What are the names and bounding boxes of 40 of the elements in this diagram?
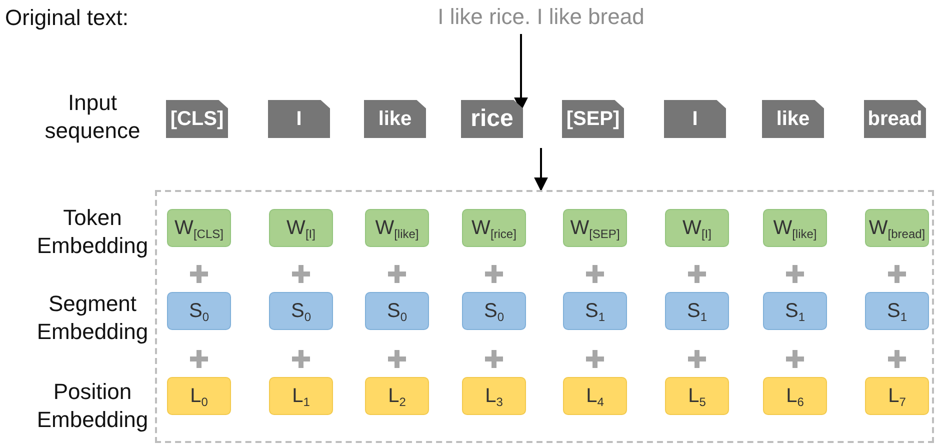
segment-embedding-box: S$_{0}$ [167,292,231,330]
token-embedding-box: W$_{[I]}$ [665,209,729,247]
row-label: Token Embedding [36,204,150,260]
token-embedding-box: W$_{[CLS]}$ [167,209,231,247]
token-tag: [CLS] [166,100,228,138]
token-embedding-box: W$_{[like]}$ [763,209,827,247]
position-embedding-box: L$_{5}$ [665,377,729,415]
position-embedding-box: L$_{3}$ [462,377,526,415]
segment-embedding-box: S$_{0}$ [365,292,429,330]
sentence-text: I like rice. I like bread [380,4,702,34]
arrow [534,148,548,192]
segment-embedding-box: S$_{1}$ [865,292,929,330]
segment-embedding-box: S$_{1}$ [563,292,627,330]
position-embedding-box: L$_{4}$ [563,377,627,415]
token-embedding-box: W$_{[rice]}$ [462,209,526,247]
position-embedding-box: L$_{0}$ [167,377,231,415]
row-label: Position Embedding [36,378,150,434]
token-tag: like [364,100,426,138]
position-embedding-box: L$_{6}$ [763,377,827,415]
token-tag: rice [461,100,523,138]
heading-label: Original text: [5,4,130,32]
token-embedding-box: W$_{[like]}$ [365,209,429,247]
token-tag: I [268,100,330,138]
token-embedding-box: W$_{[I]}$ [269,209,333,247]
position-embedding-box: L$_{2}$ [365,377,429,415]
token-tag: like [762,100,824,138]
token-tag: bread [864,100,926,138]
token-tag: I [664,100,726,138]
position-embedding-box: L$_{1}$ [269,377,333,415]
position-embedding-box: L$_{7}$ [865,377,929,415]
dashed-frame [155,190,934,443]
token-tag: [SEP] [562,100,624,138]
segment-embedding-box: S$_{1}$ [763,292,827,330]
row-label: Input sequence [44,89,142,145]
segment-embedding-box: S$_{0}$ [269,292,333,330]
segment-embedding-box: S$_{1}$ [665,292,729,330]
token-embedding-box: W$_{[bread]}$ [865,209,929,247]
segment-embedding-box: S$_{0}$ [462,292,526,330]
token-embedding-box: W$_{[SEP]}$ [563,209,627,247]
row-label: Segment Embedding [36,290,150,346]
